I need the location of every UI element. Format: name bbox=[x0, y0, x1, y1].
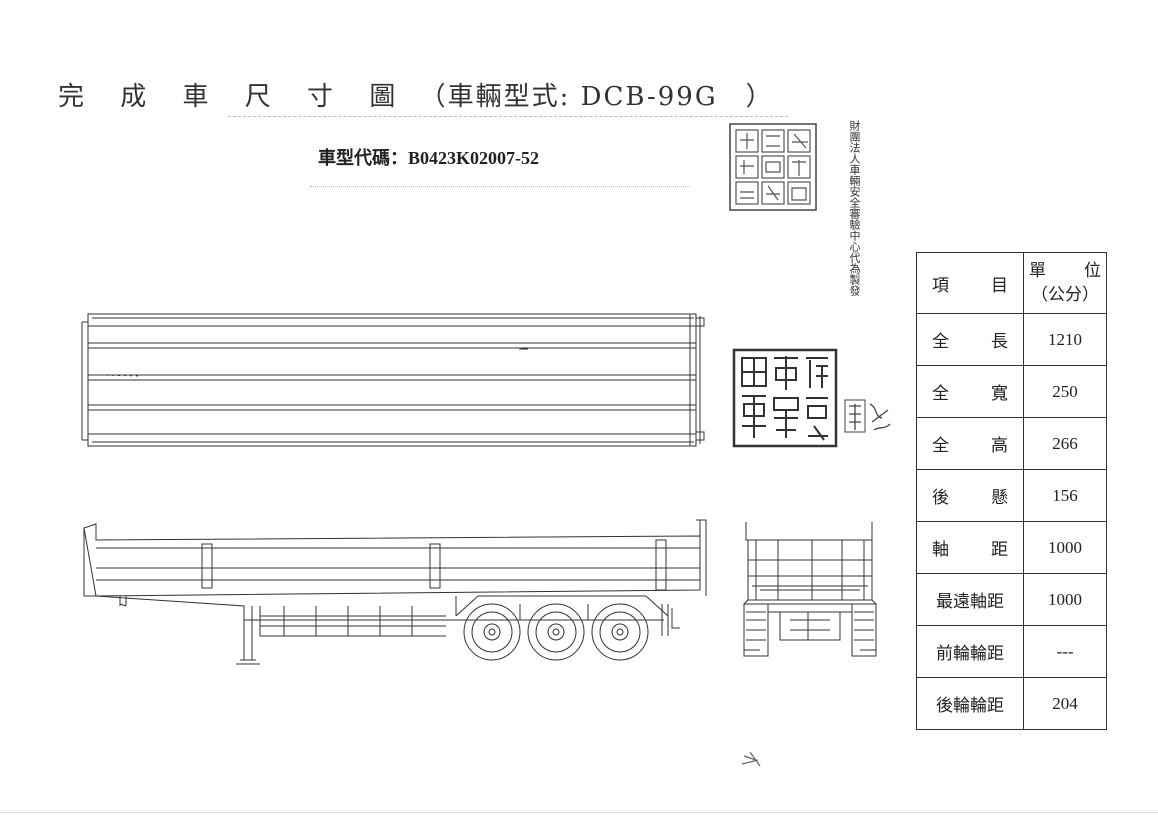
row-value: 266 bbox=[1023, 417, 1107, 470]
table-row: 後懸 156 bbox=[916, 469, 1107, 522]
item-header-char-2: 目 bbox=[991, 275, 1008, 296]
row-label: 全寬 bbox=[916, 365, 1024, 418]
certification-seal bbox=[729, 123, 817, 211]
row-label: 最遠軸距 bbox=[916, 573, 1024, 626]
item-header: 項 目 bbox=[916, 252, 1024, 314]
row-value: 1210 bbox=[1023, 313, 1107, 366]
unit-header: 單 位 （公分） bbox=[1023, 252, 1107, 314]
side-view bbox=[83, 519, 707, 665]
wheel-3 bbox=[591, 603, 649, 661]
row-label: 全高 bbox=[916, 417, 1024, 470]
table-row: 前輪輪距 --- bbox=[916, 625, 1107, 678]
table-row: 軸距 1000 bbox=[916, 521, 1107, 574]
table-row: 全高 266 bbox=[916, 417, 1107, 470]
row-label: 後輪輪距 bbox=[916, 677, 1024, 730]
title-main: 完 成 車 尺 寸 圖 bbox=[58, 82, 410, 112]
row-label-char-2: 寬 bbox=[991, 384, 1008, 404]
row-value: 250 bbox=[1023, 365, 1107, 418]
table-row: 後輪輪距 204 bbox=[916, 677, 1107, 730]
row-label-char-1: 軸 bbox=[932, 540, 949, 560]
row-label-char-2: 高 bbox=[991, 436, 1008, 456]
signature-stamp bbox=[844, 399, 891, 433]
row-label-char-2: 距 bbox=[991, 540, 1008, 560]
company-seal bbox=[732, 348, 838, 448]
row-value: 1000 bbox=[1023, 573, 1107, 626]
unit-header-label: （公分） bbox=[1031, 285, 1099, 304]
wheel-2 bbox=[527, 603, 585, 661]
page-title: 完 成 車 尺 寸 圖 （車輛型式: DCB-99G ） bbox=[58, 76, 774, 113]
vehicle-code: 車型代碼：B0423K02007-52 bbox=[318, 148, 540, 168]
unit-header-char-2: 位 bbox=[1084, 261, 1101, 280]
row-value: 204 bbox=[1023, 677, 1107, 730]
top-view bbox=[81, 313, 705, 447]
row-value: --- bbox=[1023, 625, 1107, 678]
table-row: 全寬 250 bbox=[916, 365, 1107, 418]
code-divider bbox=[310, 186, 690, 187]
row-label-char-1: 全 bbox=[932, 332, 949, 352]
item-header-char-1: 項 bbox=[932, 275, 949, 296]
row-value: 156 bbox=[1023, 469, 1107, 522]
title-model: （車輛型式: DCB-99G ） bbox=[419, 82, 774, 112]
certification-text: 財團法人車輛安全審驗中心代為製發 bbox=[848, 120, 861, 296]
page-edge bbox=[0, 812, 1158, 813]
table-header-row: 項 目 單 位 （公分） bbox=[916, 252, 1107, 314]
row-label: 軸距 bbox=[916, 521, 1024, 574]
rear-view bbox=[743, 522, 877, 657]
unit-header-char-1: 單 bbox=[1029, 261, 1046, 280]
row-label-char-1: 全 bbox=[932, 436, 949, 456]
row-label-char-1: 後 bbox=[932, 488, 949, 508]
row-value: 1000 bbox=[1023, 521, 1107, 574]
title-divider bbox=[228, 116, 788, 117]
row-label: 前輪輪距 bbox=[916, 625, 1024, 678]
dimension-table: 項 目 單 位 （公分） 全長 1210 全寬 250 全高 266 後懸 15… bbox=[916, 252, 1107, 730]
table-row: 最遠軸距 1000 bbox=[916, 573, 1107, 626]
wheel-1 bbox=[463, 603, 521, 661]
row-label-char-1: 全 bbox=[932, 384, 949, 404]
row-label-char-2: 懸 bbox=[991, 488, 1008, 508]
row-label: 後懸 bbox=[916, 469, 1024, 522]
row-label-char-2: 長 bbox=[991, 332, 1008, 352]
table-row: 全長 1210 bbox=[916, 313, 1107, 366]
row-label: 全長 bbox=[916, 313, 1024, 366]
